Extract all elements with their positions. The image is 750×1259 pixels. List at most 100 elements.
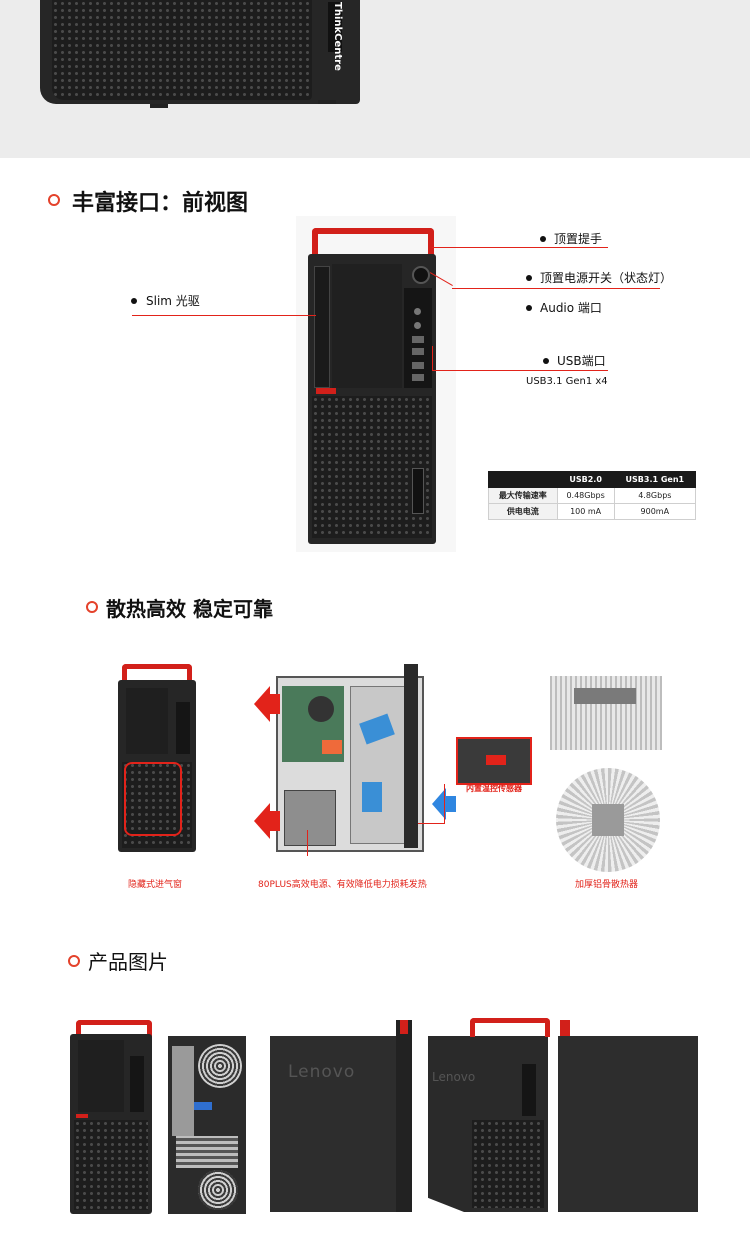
thinkcentre-logo-text: ThinkCentre [332, 2, 343, 71]
spec-table-header: USB2.0 [556, 471, 615, 488]
audio-port-icon [414, 322, 421, 329]
top-handle [312, 228, 434, 258]
product-photo-rear [168, 1036, 246, 1214]
open-chassis-photo [276, 676, 424, 852]
audio-port-icon [414, 308, 421, 315]
heatsink-center [592, 804, 624, 836]
front-lower-mesh [472, 1120, 544, 1208]
rear-fan-icon [198, 1044, 242, 1088]
spec-cell: 900mA [613, 503, 697, 520]
red-accent-tab [400, 1020, 408, 1034]
callout-line-optical [132, 315, 316, 317]
front-lower-mesh [74, 1120, 148, 1210]
exhaust-arrow-icon [268, 694, 280, 714]
drive-cage [350, 686, 414, 844]
usb-spec-table: USB2.0 USB3.1 Gen1 最大传输速率 0.48Gbps 4.8Gb… [488, 471, 697, 520]
red-accent-tab [76, 1114, 88, 1118]
section-bullet-icon [86, 601, 98, 613]
intake-highlight [124, 762, 182, 836]
spec-table-header [488, 471, 558, 488]
spec-row-label: 最大传输速率 [488, 487, 558, 504]
callout-usb-label: USB端口 [557, 354, 606, 368]
top-handle [76, 1020, 152, 1039]
spec-table-header-row: USB2.0 USB3.1 Gen1 [488, 471, 697, 488]
red-accent-tab [560, 1020, 570, 1036]
product-photo-side: Lenovo [270, 1036, 412, 1212]
callout-power-label: 顶置电源开关（状态灯） [540, 271, 673, 285]
section-bullet-icon [48, 194, 60, 206]
spec-cell: 4.8Gbps [613, 487, 697, 504]
chassis-side-edge [404, 664, 418, 848]
top-handle [470, 1018, 550, 1037]
bullet-dot [540, 236, 546, 242]
section-title-front-view: 丰富接口：前视图 [72, 191, 249, 216]
callout-line-handle [432, 247, 608, 249]
callout-handle-label: 顶置提手 [554, 232, 603, 246]
psu-callout-line [307, 830, 309, 856]
spec-row-label: 供电电流 [488, 503, 558, 520]
product-photo-front [70, 1034, 152, 1214]
callout-optical-label: Slim 光驱 [146, 294, 200, 308]
intake-arrow-icon [432, 788, 446, 820]
front-port-panel [404, 288, 432, 388]
red-accent-tab [316, 388, 336, 394]
caption-heatsink: 加厚铝骨散热器 [575, 880, 639, 890]
lenovo-logo: Lenovo [288, 1062, 356, 1082]
callout-line-usb [432, 346, 434, 371]
front-port-panel [130, 1056, 144, 1112]
usb-port-icon [412, 348, 424, 355]
callout-line-power [452, 288, 660, 290]
front-tower-body [308, 254, 436, 544]
table-row: 供电电流 100 mA 900mA [488, 503, 697, 520]
front-lower-mesh [312, 396, 432, 538]
lenovo-logo: Lenovo [432, 1070, 476, 1084]
exhaust-arrow-icon [254, 803, 270, 839]
tower-top-photo: ThinkCentre [40, 0, 360, 104]
sensor-callout-line [418, 823, 444, 825]
table-row: 最大传输速率 0.48Gbps 4.8Gbps [488, 487, 697, 504]
front-upper-panel [126, 688, 168, 754]
product-photo-side-right [558, 1036, 698, 1212]
blue-drive [362, 782, 382, 812]
thinkcentre-badge [412, 468, 424, 514]
front-mesh [52, 0, 312, 100]
tower-feet [150, 104, 168, 108]
spec-cell: 100 mA [556, 503, 615, 520]
intake-arrow-icon [444, 796, 456, 812]
callout-usb-sublabel: USB3.1 Gen1 x4 [526, 376, 608, 387]
caption-psu: 80PLUS高效电源、有效降低电力损耗发热 [258, 880, 427, 890]
caption-intake: 隐藏式进气窗 [128, 880, 183, 890]
heatsink-base [574, 688, 636, 704]
orange-airflow-arrow-icon [322, 740, 342, 754]
blue-port-icon [194, 1102, 212, 1110]
front-upper-panel [332, 264, 402, 388]
tower-feet [318, 100, 336, 104]
cpu-fan-icon [308, 696, 334, 722]
caption-sensor: 内置温控传感器 [466, 784, 522, 793]
cooling-tower-photo [118, 680, 196, 852]
section-title-photos: 产品图片 [88, 950, 168, 974]
bullet-dot [543, 358, 549, 364]
section-title-cooling: 散热高效 稳定可靠 [106, 597, 273, 621]
psu-unit [284, 790, 336, 846]
rear-io-panel [172, 1046, 194, 1136]
spec-table-header: USB3.1 Gen1 [613, 471, 697, 488]
front-upper-panel [78, 1040, 124, 1112]
sensor-component [486, 755, 506, 765]
product-photo-angled: Lenovo [428, 1036, 548, 1212]
bullet-dot [526, 275, 532, 281]
exhaust-arrow-icon [254, 686, 270, 722]
section-bullet-icon [68, 955, 80, 967]
bullet-dot [131, 298, 137, 304]
sensor-callout-line [444, 784, 446, 824]
sensor-inset-photo [456, 737, 532, 785]
heatsink-side-photo [550, 676, 662, 750]
exhaust-arrow-icon [268, 811, 280, 831]
side-front-edge [396, 1020, 412, 1212]
spec-cell: 0.48Gbps [556, 487, 615, 504]
usb-port-icon [412, 336, 424, 343]
heatsink-top-photo [556, 768, 660, 872]
front-port-panel [176, 702, 190, 754]
bullet-dot [526, 305, 532, 311]
callout-audio-label: Audio 端口 [540, 301, 602, 315]
